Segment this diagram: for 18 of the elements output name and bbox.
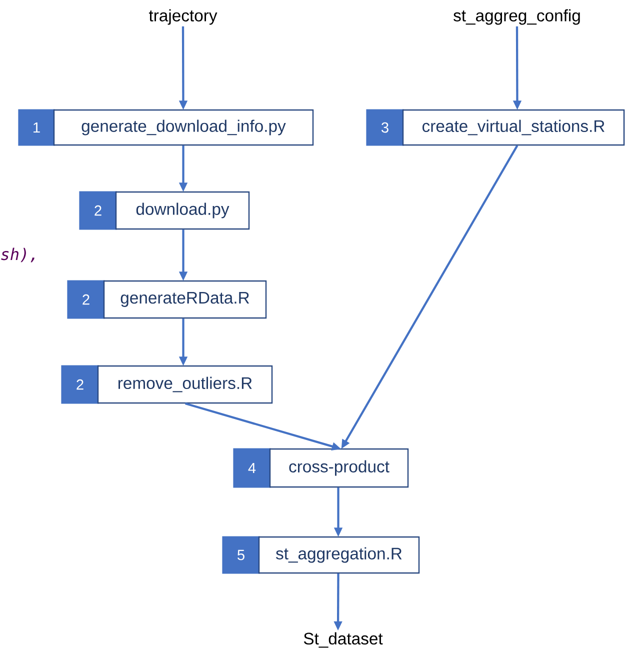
step-box: 2 remove_outliers.R xyxy=(61,365,273,404)
node-label: 5 xyxy=(238,550,244,560)
text-label: trajectory xyxy=(148,9,218,25)
node-label: 4 xyxy=(248,462,256,474)
node-label: 1 xyxy=(34,122,40,133)
node-label: 2 xyxy=(82,294,90,305)
step-box: 5 st_aggregation.R xyxy=(222,536,420,574)
text-label: st_aggreg_config xyxy=(454,9,580,25)
node-label: 3 xyxy=(381,122,388,133)
text-label: St_dataset xyxy=(304,632,383,648)
step-box: 2 download.py xyxy=(79,191,250,230)
node-label: 2 xyxy=(76,379,84,390)
step-box: 2 generateRData.R xyxy=(67,280,267,319)
node-label: 2 xyxy=(94,205,102,216)
step-box: 4 cross-product xyxy=(233,448,409,488)
step-box: 3 create_virtual_stations.R xyxy=(366,109,625,146)
code-fragment: sh), xyxy=(1,248,34,262)
step-box: 1 generate_download_info.py xyxy=(18,109,314,146)
